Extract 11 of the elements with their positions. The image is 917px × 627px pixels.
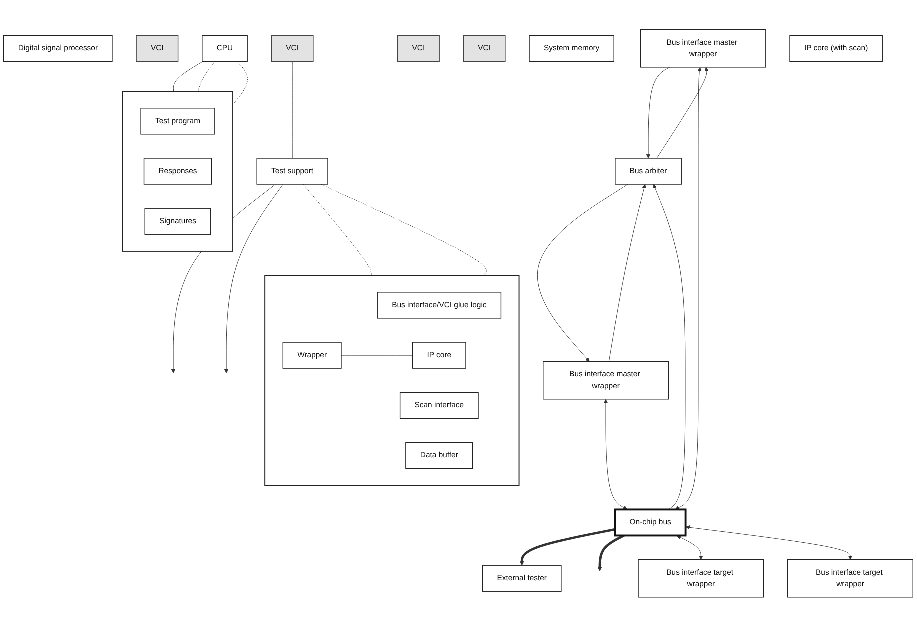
connector [292,61,293,159]
connector [198,61,216,92]
connector [173,61,204,92]
arrow [598,534,625,572]
connector [341,355,414,356]
cluster [122,90,234,252]
connector [303,184,372,276]
arrow [520,528,616,566]
connector [232,61,248,105]
connector [320,184,487,276]
cluster [264,274,520,486]
